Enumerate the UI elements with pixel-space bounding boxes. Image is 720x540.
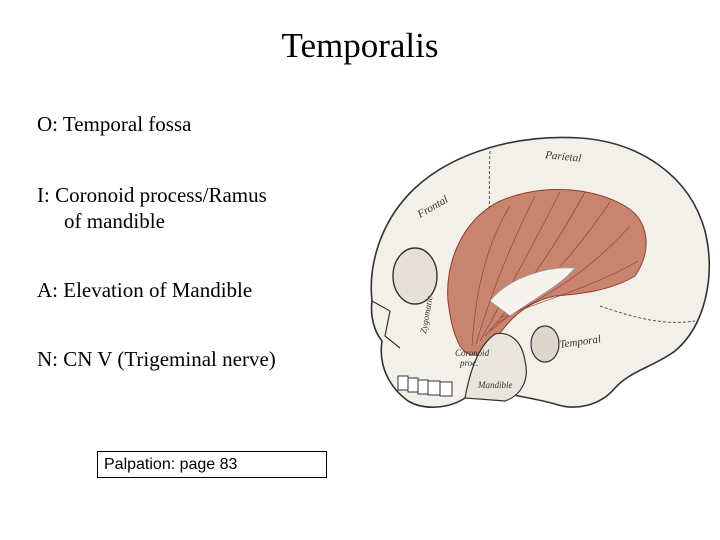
origin-text: O: Temporal fossa (37, 112, 192, 136)
parietal-label: Parietal (544, 149, 582, 165)
orbit (392, 247, 438, 305)
mandible (464, 332, 527, 402)
insertion-text: I: Coronoid process/Ramus (37, 183, 267, 207)
page-title: Temporalis (281, 26, 439, 65)
temporal-label: Temporal (559, 333, 602, 351)
palpation-box: Palpation: page 83 (97, 451, 327, 478)
nerve-text: N: CN V (Trigeminal nerve) (37, 347, 276, 371)
process-label: proc. (459, 358, 478, 368)
insertion-text-continued: of mandible (64, 209, 165, 233)
action-text: A: Elevation of Mandible (37, 278, 253, 302)
skull-illustration: Parietal Frontal Temporal Zygomatic Coro… (370, 136, 710, 408)
mandible-label: Mandible (477, 380, 513, 390)
coronoid-label: Coronoid (455, 348, 490, 358)
